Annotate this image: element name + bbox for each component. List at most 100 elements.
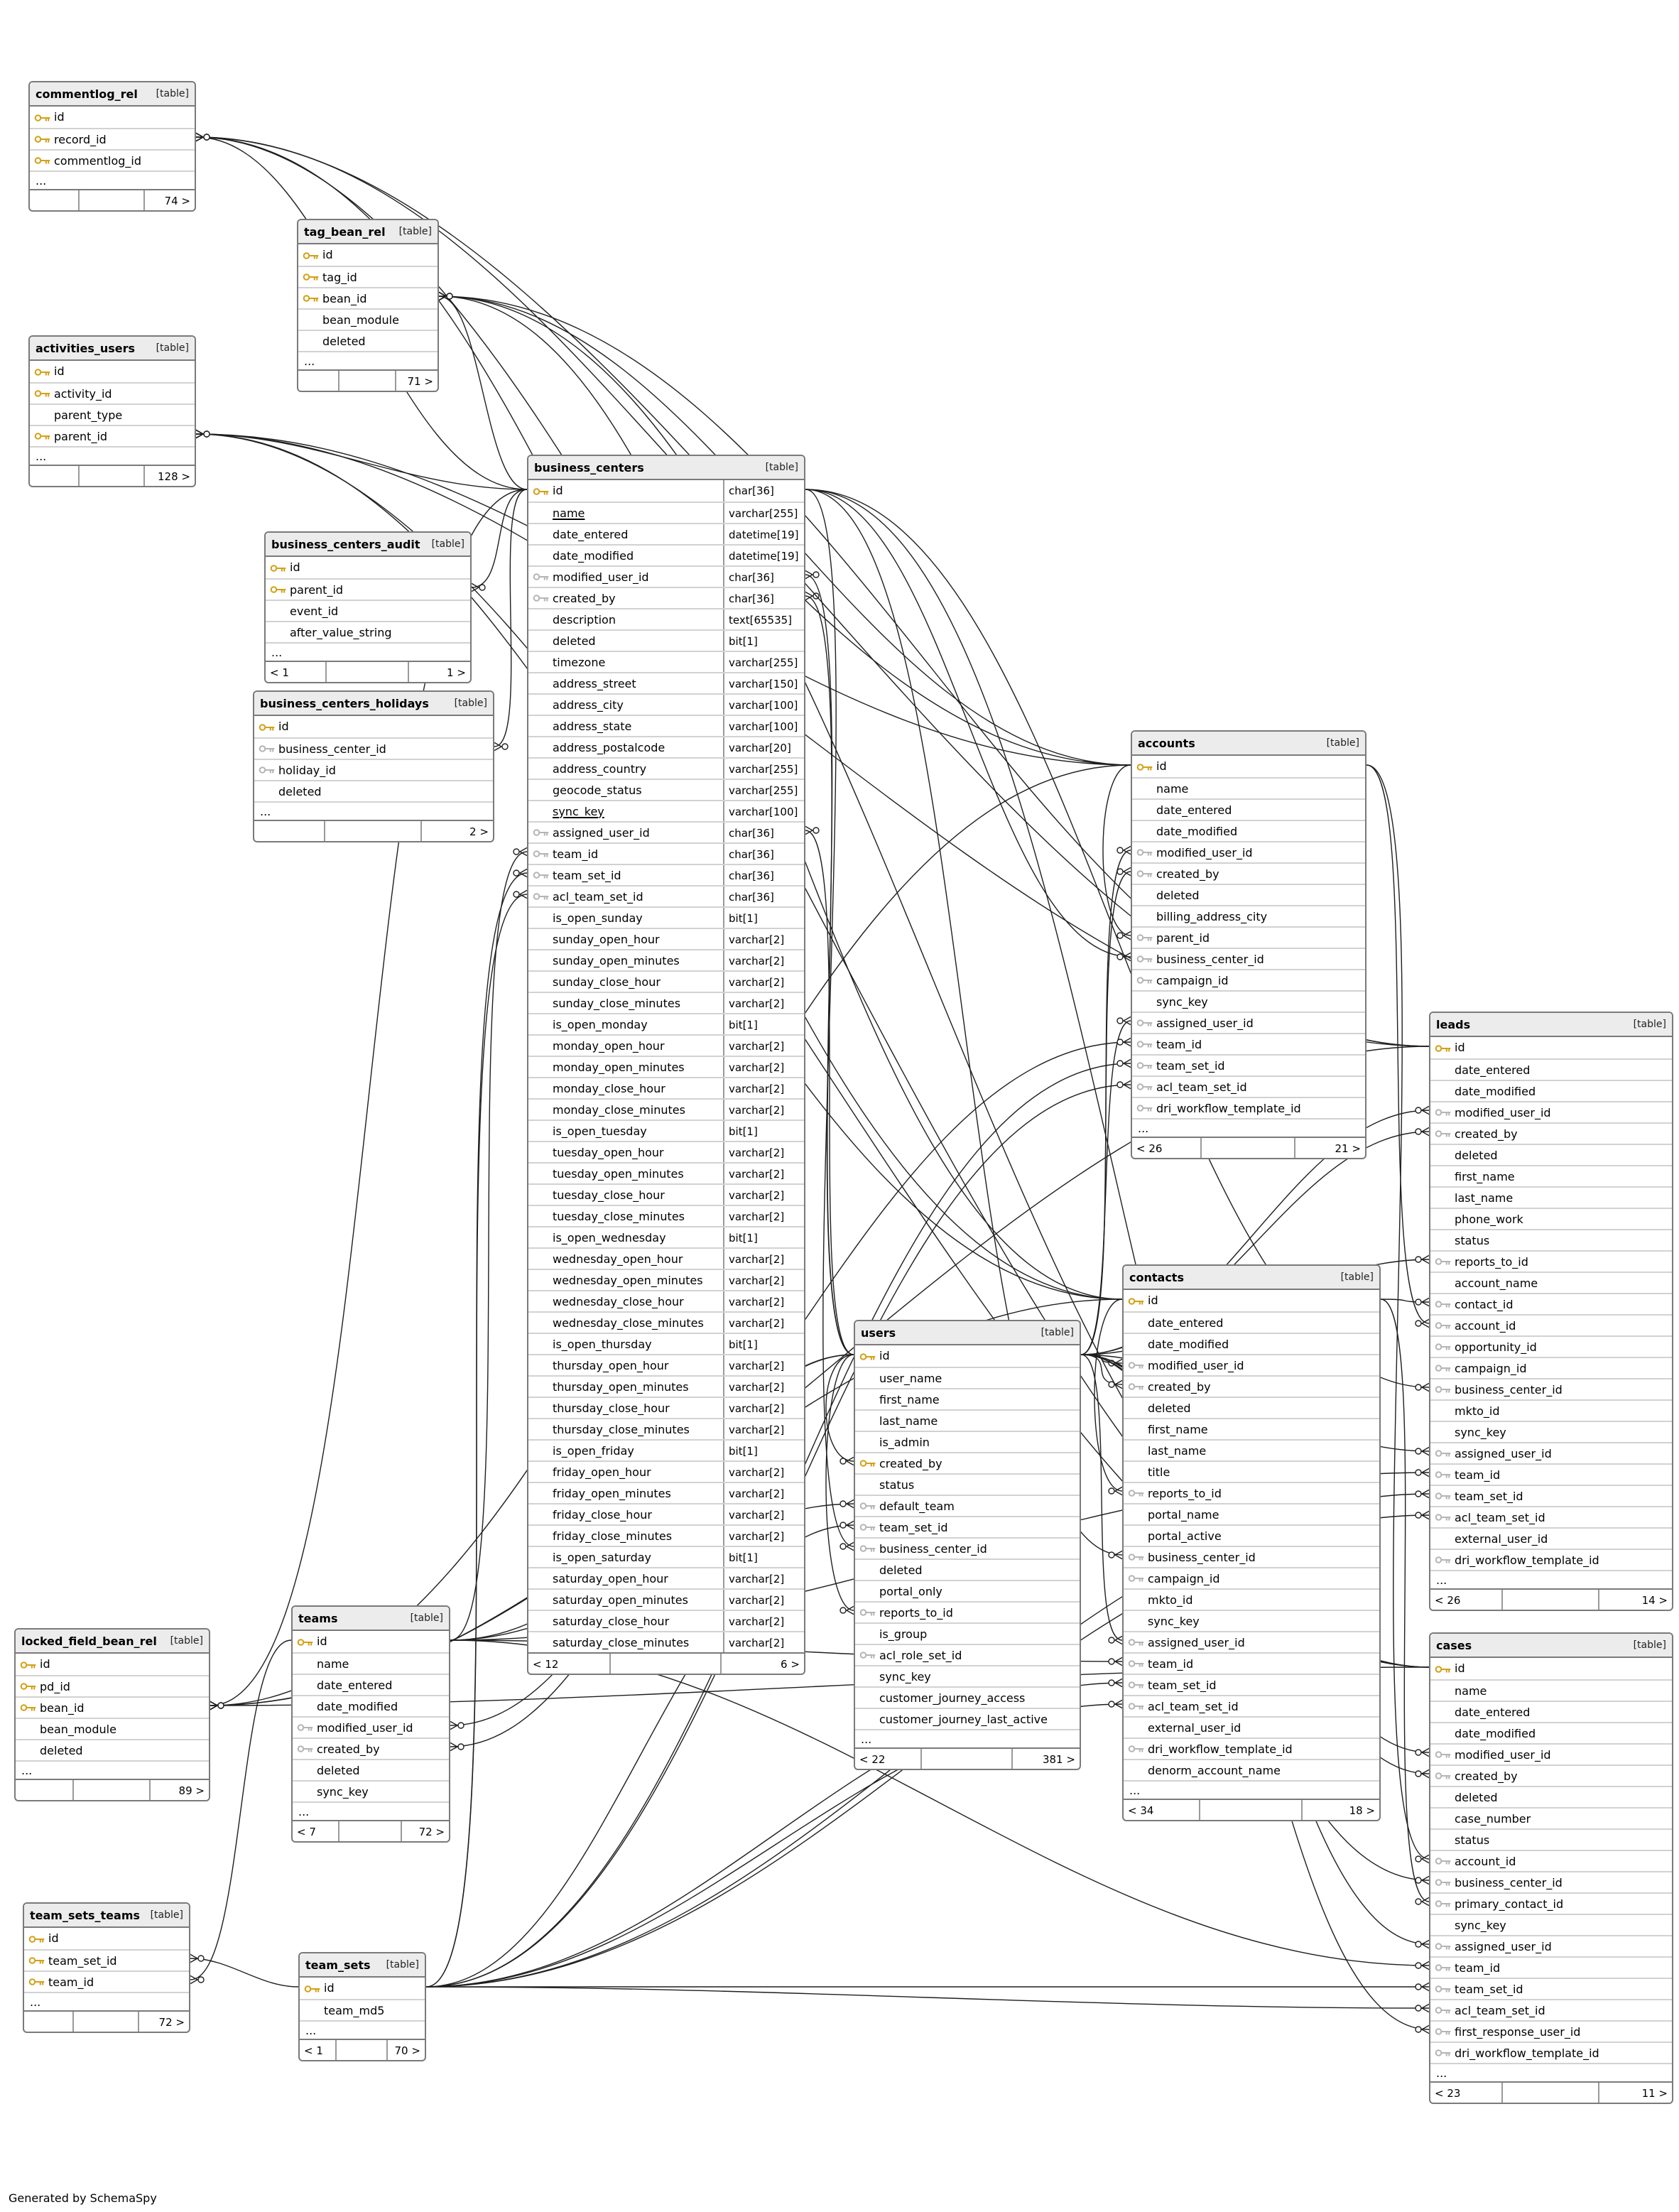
column-name: friday_close_minutes [553, 1529, 673, 1542]
zero-one-marker [457, 1743, 464, 1750]
relationship-edge [1094, 1299, 1123, 1492]
column-name: dri_workflow_template_id [1455, 1554, 1599, 1566]
column-row: account_id [1430, 1314, 1672, 1335]
footer-related-count: < 23 [1430, 2083, 1503, 2103]
column-row: id [16, 1654, 209, 1675]
table-badge: [table] [170, 1635, 203, 1647]
table-name[interactable]: users [861, 1326, 896, 1339]
foreign-key-icon [1128, 1639, 1144, 1646]
column-name: id [54, 111, 65, 124]
table-name[interactable]: team_sets_teams [30, 1909, 141, 1921]
table-name[interactable]: commentlog_rel [36, 87, 138, 100]
table-name[interactable]: accounts [1138, 737, 1195, 749]
table-name[interactable]: business_centers_holidays [260, 697, 429, 710]
column-row: reports_to_id [1430, 1250, 1672, 1272]
column-row: modified_user_id [1430, 1101, 1672, 1122]
column-row: sync_key [1430, 1421, 1672, 1442]
table-badge: [table] [150, 1909, 183, 1921]
column-row: external_user_id [1430, 1527, 1672, 1549]
column-row: team_set_id [1430, 1485, 1672, 1506]
zero-one-marker [203, 134, 210, 141]
column-name: monday_close_minutes [553, 1103, 685, 1116]
column-type: varchar[20] [723, 737, 800, 757]
column-type: varchar[2] [723, 1036, 800, 1056]
column-type: bit[1] [723, 1121, 800, 1141]
zero-one-marker [1108, 1381, 1115, 1388]
more-columns-row: ... [1132, 1118, 1365, 1137]
column-row: assigned_user_id [1430, 1935, 1672, 1956]
crow-foot-marker [471, 582, 480, 592]
column-name: is_open_friday [553, 1444, 634, 1457]
generator-credit: Generated by SchemaSpy [9, 2192, 157, 2205]
column-name: team_id [48, 1975, 94, 1988]
zero-one-marker [457, 1722, 464, 1729]
relationship-edge [471, 489, 528, 588]
column-name: team_id [1455, 1468, 1501, 1481]
table-name[interactable]: locked_field_bean_rel [21, 1634, 157, 1647]
column-name: deleted [40, 1744, 83, 1757]
primary-key-icon [20, 1704, 36, 1711]
zero-one-marker [1415, 1962, 1422, 1969]
column-type: varchar[2] [723, 1419, 800, 1439]
column-name: name [1455, 1684, 1487, 1697]
foreign-key-icon [1435, 1514, 1451, 1521]
relationship-edge [1366, 764, 1430, 1324]
table-name[interactable]: teams [298, 1612, 338, 1625]
table-name[interactable]: contacts [1129, 1271, 1184, 1284]
foreign-key-icon [1435, 1343, 1451, 1350]
column-name: thursday_open_hour [553, 1359, 669, 1372]
column-name: wednesday_close_hour [553, 1295, 684, 1308]
table-badge: [table] [1340, 1272, 1374, 1283]
column-row: team_set_id [1430, 1978, 1672, 1999]
primary-key-icon [28, 1978, 45, 1985]
column-row: deleted [1132, 884, 1365, 905]
column-row: id [1124, 1290, 1379, 1311]
table-badge: [table] [398, 226, 432, 237]
column-name: saturday_open_minutes [553, 1593, 688, 1606]
column-type: text[65535] [723, 609, 800, 629]
column-row: contact_id [1430, 1293, 1672, 1314]
crow-foot-marker [1114, 1657, 1123, 1666]
column-row: id [24, 1928, 189, 1949]
more-columns-row: ... [266, 642, 470, 661]
column-row: acl_team_set_id [1430, 1506, 1672, 1527]
column-name: created_by [879, 1457, 942, 1470]
table-name[interactable]: business_centers_audit [271, 538, 420, 551]
column-type: varchar[2] [723, 1270, 800, 1290]
zero-one-marker [513, 848, 520, 855]
table-footer: 71 > [298, 369, 438, 391]
column-name: business_center_id [1455, 1876, 1563, 1889]
zero-one-marker [217, 1702, 224, 1709]
table-name[interactable]: leads [1436, 1018, 1471, 1031]
table-name[interactable]: activities_users [36, 342, 136, 354]
column-name: external_user_id [1455, 1532, 1548, 1545]
zero-one-marker [1415, 2005, 1422, 2012]
column-name: after_value_string [290, 626, 392, 639]
foreign-key-icon [1136, 1019, 1153, 1026]
footer-rows-count: 89 > [178, 1784, 205, 1796]
column-name: tuesday_open_minutes [553, 1167, 684, 1180]
column-name: id [48, 1932, 59, 1945]
column-name: is_open_monday [553, 1018, 648, 1031]
table-name[interactable]: cases [1436, 1639, 1472, 1652]
column-name: team_id [1148, 1657, 1194, 1670]
relationship-edge [1080, 1354, 1123, 1641]
column-name: thursday_close_hour [553, 1402, 670, 1414]
table-name[interactable]: team_sets [305, 1958, 371, 1971]
column-name: date_entered [1156, 803, 1232, 816]
column-name: reports_to_id [1455, 1255, 1528, 1268]
column-name: address_country [553, 762, 647, 775]
column-type: varchar[2] [723, 1505, 800, 1524]
table-name[interactable]: business_centers [534, 461, 644, 474]
column-name: date_modified [1455, 1727, 1536, 1740]
column-row: last_name [855, 1409, 1080, 1431]
crow-foot-marker [1420, 1897, 1430, 1907]
table-name[interactable]: tag_bean_rel [304, 225, 386, 238]
column-name: friday_open_hour [553, 1465, 651, 1478]
